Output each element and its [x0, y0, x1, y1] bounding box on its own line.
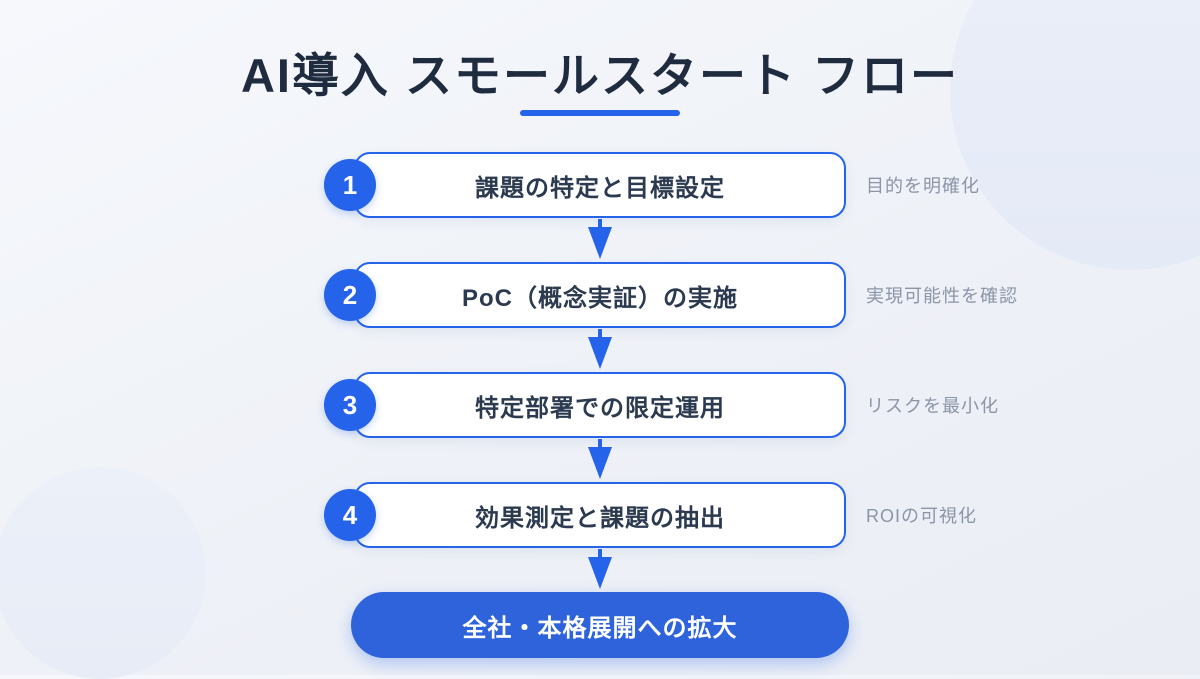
flow-step-3: 3 特定部署での限定運用 リスクを最小化	[324, 372, 998, 438]
step-box: 課題の特定と目標設定	[354, 152, 846, 218]
flow-arrow-icon	[354, 328, 846, 372]
final-step: 全社・本格展開への拡大	[351, 592, 849, 658]
flow-arrow-icon	[354, 548, 846, 592]
step-side-note: 実現可能性を確認	[866, 286, 1018, 306]
flow-step-4: 4 効果測定と課題の抽出 ROIの可視化	[324, 482, 976, 548]
final-step-label: 全社・本格展開への拡大	[462, 614, 738, 642]
flow-step-2: 2 PoC（概念実証）の実施 実現可能性を確認	[324, 262, 1017, 328]
page-title: AI導入 スモールスタート フロー	[240, 49, 960, 102]
flow-arrow-icon	[354, 218, 846, 262]
step-box: 効果測定と課題の抽出	[354, 482, 846, 548]
flow-step-1: 1 課題の特定と目標設定 目的を明確化	[324, 152, 979, 218]
step-number-badge: 4	[324, 489, 376, 541]
step-number-badge: 1	[324, 159, 376, 211]
step-label: 特定部署での限定運用	[475, 394, 725, 422]
step-box: 特定部署での限定運用	[354, 372, 846, 438]
step-label: 効果測定と課題の抽出	[475, 504, 725, 532]
step-side-note: 目的を明確化	[866, 176, 980, 196]
step-side-note: ROIの可視化	[866, 506, 978, 526]
step-label: PoC（概念実証）の実施	[462, 284, 738, 312]
step-number-badge: 3	[324, 379, 376, 431]
step-box: PoC（概念実証）の実施	[354, 262, 846, 328]
step-label: 課題の特定と目標設定	[475, 174, 725, 202]
flow-arrow-icon	[354, 438, 846, 482]
step-number-badge: 2	[324, 269, 376, 321]
step-side-note: リスクを最小化	[866, 396, 999, 416]
decorative-circle-top-right	[950, 0, 1200, 270]
decorative-circle-bottom-left	[0, 467, 206, 679]
title-underline	[520, 110, 680, 117]
header: AI導入 スモールスタート フロー	[0, 48, 1200, 117]
